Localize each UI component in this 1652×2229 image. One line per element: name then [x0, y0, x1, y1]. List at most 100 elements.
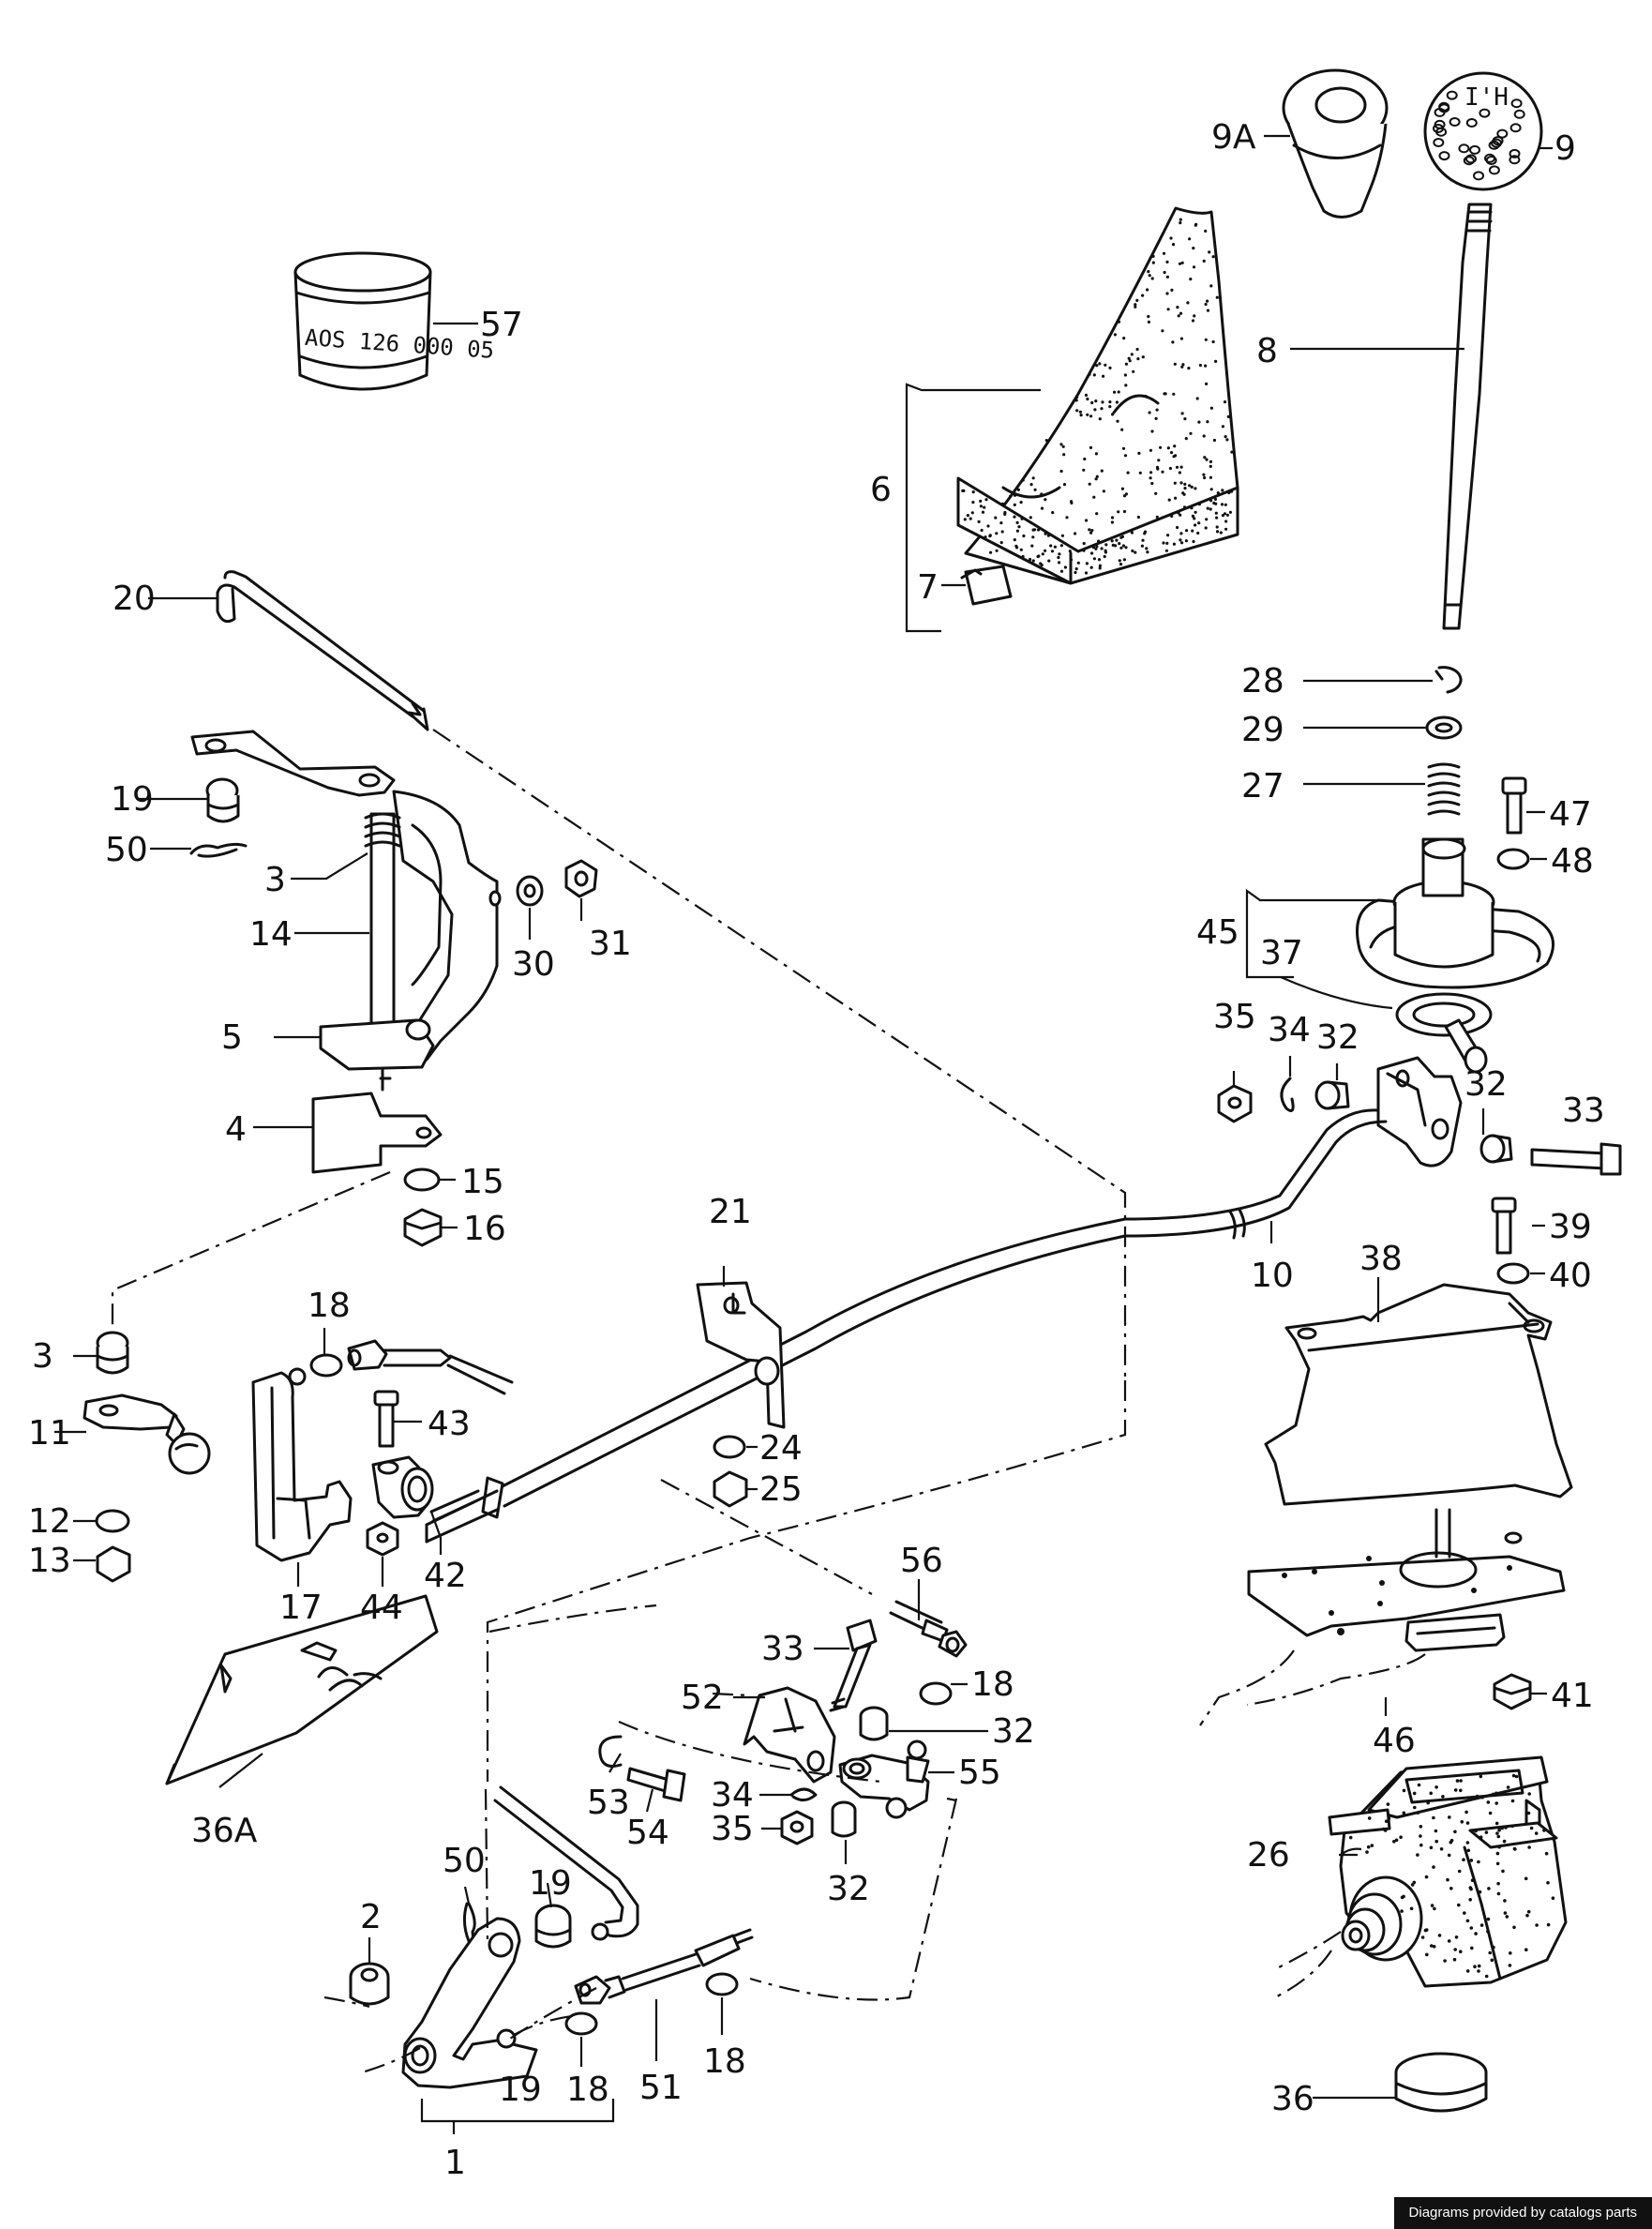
texture-dot	[1110, 516, 1115, 520]
label-28: 28	[1241, 662, 1284, 700]
texture-dot	[1464, 1810, 1468, 1815]
texture-dot	[1051, 511, 1055, 515]
texture-dot	[1221, 425, 1224, 429]
texture-dot	[1484, 1974, 1489, 1979]
label-48: 48	[1551, 842, 1594, 881]
texture-dot	[1176, 306, 1179, 309]
texture-dot	[1141, 294, 1145, 297]
label-24: 24	[759, 1429, 803, 1468]
bolt-54	[626, 1767, 686, 1802]
texture-dot	[994, 516, 998, 520]
label-18: 18	[308, 1287, 351, 1325]
texture-dot	[1119, 535, 1123, 539]
label-18-lower-right: 18	[703, 2042, 746, 2081]
texture-dot	[1115, 538, 1119, 542]
nut-44	[366, 1521, 399, 1557]
texture-dot	[1510, 1799, 1515, 1803]
label-43: 43	[428, 1405, 471, 1443]
texture-dot	[1430, 1944, 1434, 1948]
texture-dot	[1044, 532, 1047, 535]
texture-dot	[1127, 356, 1131, 360]
texture-dot	[1138, 471, 1142, 474]
texture-dot	[1468, 1898, 1472, 1902]
texture-dot	[1136, 357, 1140, 361]
texture-dot	[1202, 259, 1206, 263]
texture-dot	[1082, 549, 1086, 552]
cover-38	[1264, 1283, 1573, 1506]
knob-9: I'H	[1423, 71, 1543, 191]
bush-32	[1314, 1080, 1350, 1110]
texture-dot	[1434, 1839, 1438, 1844]
texture-dot	[983, 505, 986, 509]
texture-dot	[1486, 1800, 1491, 1804]
texture-dot	[1165, 292, 1169, 295]
knob-9A	[1282, 68, 1389, 218]
texture-dot	[1454, 1935, 1459, 1939]
cap-36	[1394, 2052, 1488, 2113]
texture-dot	[1101, 400, 1104, 404]
label-47: 47	[1549, 795, 1592, 834]
texture-dot	[1455, 1779, 1460, 1783]
texture-dot	[1093, 408, 1097, 412]
label-32-lower: 32	[827, 1870, 870, 1908]
texture-dot	[1188, 237, 1192, 241]
gearbox-housing-26	[1328, 1755, 1568, 1988]
label-45: 45	[1196, 913, 1239, 952]
texture-dot	[1477, 1860, 1480, 1864]
texture-dot	[1089, 414, 1093, 418]
texture-dot	[1122, 337, 1126, 340]
texture-dot	[1419, 1843, 1423, 1847]
texture-dot	[1452, 1957, 1457, 1962]
washer-24	[713, 1435, 746, 1459]
texture-dot	[1095, 474, 1099, 478]
texture-dot	[1155, 465, 1160, 469]
texture-dot	[1447, 1853, 1451, 1858]
label-5: 5	[221, 1018, 243, 1057]
texture-dot	[1166, 446, 1170, 450]
texture-dot	[1108, 400, 1112, 404]
texture-dot	[1457, 1869, 1462, 1874]
texture-dot	[1204, 364, 1208, 368]
texture-dot	[1193, 517, 1196, 520]
texture-dot	[1075, 409, 1079, 413]
texture-dot	[1179, 337, 1183, 340]
texture-dot	[1123, 454, 1128, 458]
dimple	[1485, 156, 1497, 165]
texture-dot	[1172, 455, 1176, 459]
texture-dot	[1013, 493, 1017, 497]
texture-dot	[1179, 538, 1182, 542]
label-53: 53	[587, 1784, 630, 1822]
texture-dot	[1206, 309, 1210, 312]
texture-dot	[1204, 526, 1208, 530]
label-32-right: 32	[1464, 1065, 1508, 1104]
washer-18b	[919, 1681, 953, 1706]
texture-dot	[1098, 417, 1102, 421]
bush-32-right	[1479, 1134, 1513, 1164]
label-19-bottom: 19	[499, 2071, 542, 2109]
nut-35	[1217, 1084, 1253, 1123]
texture-dot	[1171, 340, 1175, 344]
texture-dot	[1155, 515, 1159, 520]
texture-dot	[1212, 501, 1216, 505]
texture-dot	[1146, 288, 1149, 292]
texture-dot	[1384, 1819, 1389, 1823]
texture-dot	[1449, 1887, 1453, 1890]
texture-dot	[1140, 544, 1144, 548]
texture-dot	[1090, 529, 1094, 533]
texture-dot	[1194, 223, 1197, 227]
texture-dot	[1186, 301, 1190, 305]
label-41: 41	[1551, 1677, 1594, 1715]
texture-dot	[1191, 514, 1194, 519]
texture-dot	[1029, 483, 1033, 487]
texture-dot	[1524, 1948, 1528, 1951]
texture-dot	[1224, 503, 1227, 506]
texture-dot	[1477, 1964, 1481, 1968]
texture-dot	[1512, 1846, 1517, 1851]
texture-dot	[1443, 1959, 1447, 1963]
texture-dot	[1546, 1881, 1550, 1885]
texture-dot	[1047, 559, 1051, 563]
texture-dot	[1462, 1858, 1465, 1861]
cap-19	[205, 777, 240, 823]
texture-dot	[1092, 495, 1096, 499]
texture-dot	[1206, 299, 1209, 303]
